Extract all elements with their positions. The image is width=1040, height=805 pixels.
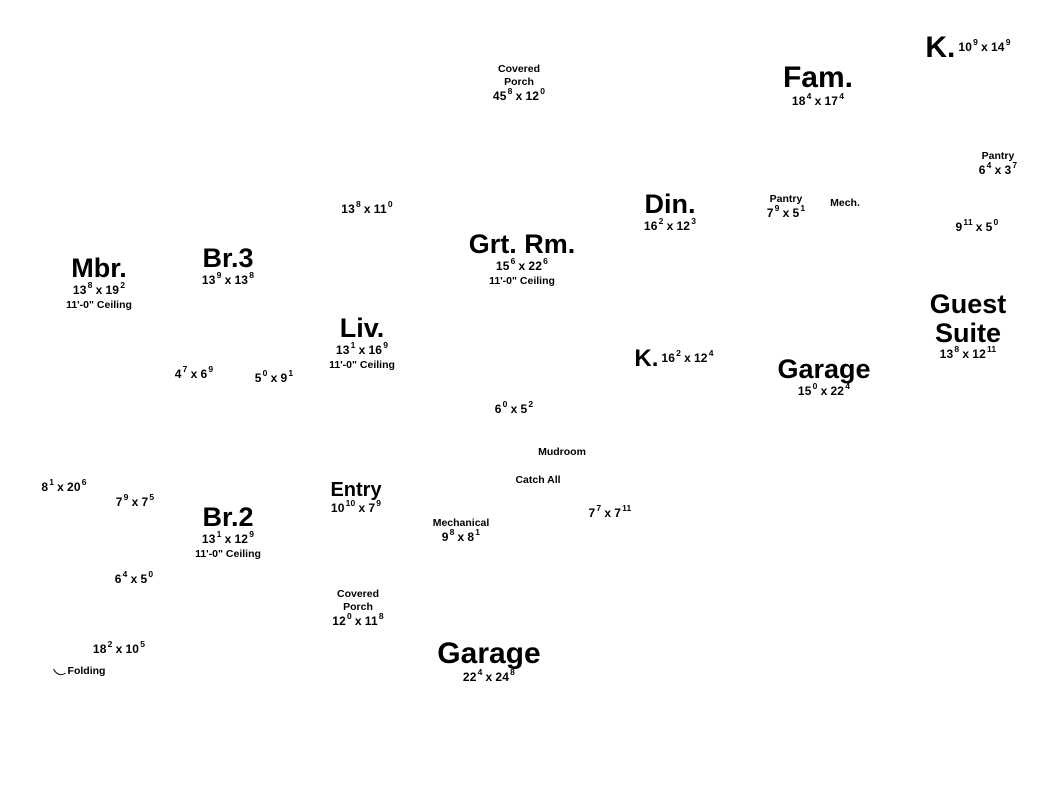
folding-label: Folding xyxy=(67,665,106,677)
room-covered-porch-bottom-name-line2: Porch xyxy=(343,601,373,614)
room-guest-suite-name-line2: Suite xyxy=(934,317,1001,348)
room-mech-label: Mech. xyxy=(830,197,860,209)
room-pantry-middle-name: Pantry xyxy=(769,193,803,205)
room-covered-porch-top-name-line2: Porch xyxy=(504,76,534,89)
room-liv-name: Liv. xyxy=(339,313,385,343)
room-mbr-ceiling: 11'-0" Ceiling xyxy=(66,299,132,312)
room-mechanical-name: Mechanical xyxy=(432,517,490,529)
room-mbr-name: Mbr. xyxy=(71,253,127,283)
room-grt-rm-ceiling: 11'-0" Ceiling xyxy=(489,275,555,288)
room-guest-suite-name-line1: Guest xyxy=(929,289,1007,319)
room-fam-name: Fam. xyxy=(782,61,854,94)
room-din-name: Din. xyxy=(644,189,696,219)
room-br2-ceiling: 11'-0" Ceiling xyxy=(195,548,261,561)
folding-label-group: Folding xyxy=(53,665,106,678)
room-covered-porch-top-name-line1: Covered xyxy=(497,63,540,75)
room-entry-name: Entry xyxy=(330,479,382,501)
room-covered-porch-bottom-name-line1: Covered xyxy=(336,588,379,600)
room-pantry-upper-right-name: Pantry xyxy=(981,150,1015,162)
room-kitchen-top-name: K. xyxy=(925,31,956,64)
room-br2-name: Br.2 xyxy=(202,502,254,532)
room-liv-ceiling: 11'-0" Ceiling xyxy=(329,359,395,372)
room-catch-all-label: Catch All xyxy=(515,474,561,486)
room-kitchen-middle-name: K. xyxy=(634,345,659,372)
room-garage-right-name: Garage xyxy=(777,354,871,384)
room-br3-name: Br.3 xyxy=(202,243,254,273)
room-mudroom-label: Mudroom xyxy=(538,446,586,458)
room-grt-rm-name: Grt. Rm. xyxy=(468,229,576,259)
leader-line-icon xyxy=(53,668,66,676)
room-garage-bottom-name: Garage xyxy=(437,637,541,670)
